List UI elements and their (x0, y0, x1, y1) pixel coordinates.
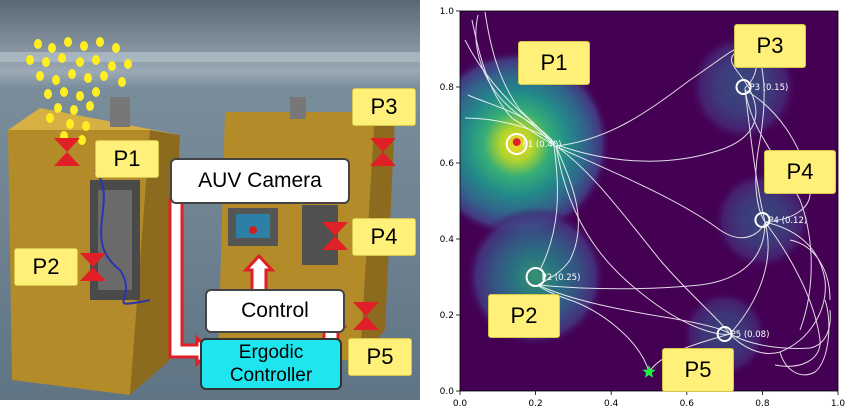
marker-bottom (54, 152, 80, 166)
poi-circle (716, 326, 733, 342)
particle (92, 87, 100, 97)
particle (118, 77, 126, 87)
y-tick-label: 1.0 (440, 7, 455, 17)
particle (76, 91, 84, 101)
marker-bottom (80, 267, 106, 281)
particle (96, 37, 104, 47)
marker-bottom (370, 152, 396, 166)
x-tick-label: 0.8 (755, 399, 770, 409)
axis-ticks: 0.0 0.2 0.4 0.6 0.8 1.0 0.0 0.2 0.4 0.6 0.8 1.0 (440, 7, 846, 409)
arrow-control-to-camera (242, 253, 276, 294)
plot-label-p3: P3 (734, 24, 806, 68)
x-tick-label: 0.6 (680, 399, 695, 409)
marker-top (322, 222, 348, 236)
water-surface (0, 52, 420, 62)
particle (52, 75, 60, 85)
particle (36, 71, 44, 81)
particle (60, 87, 68, 97)
particle (108, 61, 116, 71)
plot-label-p1: P1 (518, 41, 590, 85)
control-box: Control (205, 289, 345, 333)
plot-area: P1 (0.40) P2 (0.25) P3 (0.15) P4 (0.12) P5 (… (460, 11, 838, 391)
marker-bottom (322, 236, 348, 250)
poi-label: P1 (0.40) (523, 140, 562, 150)
particle (58, 53, 66, 63)
density-blob (713, 170, 812, 270)
particle (66, 119, 74, 129)
plot-label-p2: P2 (488, 294, 560, 338)
particle (78, 135, 86, 145)
y-tick-label: 0.4 (440, 235, 455, 245)
poi-circle (754, 212, 771, 228)
poi-circle (525, 267, 546, 287)
poi-label: P2 (0.25) (542, 273, 581, 283)
marker-bottom (353, 316, 379, 330)
particle (68, 69, 76, 79)
particle (34, 39, 42, 49)
y-tick-label: 0.2 (440, 311, 454, 321)
x-tick-label: 0.0 (453, 399, 468, 409)
marker-top (370, 138, 396, 152)
particle (70, 105, 78, 115)
x-tick-label: 1.0 (831, 399, 846, 409)
robot-marker (512, 138, 521, 147)
particle (86, 101, 94, 111)
particle (112, 43, 120, 53)
ergodic-controller-box: Ergodic Controller (200, 338, 342, 390)
poi-circle (505, 133, 528, 155)
particle (100, 71, 108, 81)
marker-top (353, 302, 379, 316)
x-tick-label: 0.4 (604, 399, 619, 409)
particle (124, 59, 132, 69)
poi-label: P5 (0.08) (731, 330, 770, 340)
plot-label-p5: P5 (662, 348, 734, 392)
points-of-interest: P1 (0.40) P2 (0.25) P3 (0.15) P4 (0.12) P5 (… (505, 79, 807, 378)
particle (44, 89, 52, 99)
label-p2: P2 (14, 248, 78, 286)
particle (84, 73, 92, 83)
particle (64, 37, 72, 47)
markers (54, 138, 396, 330)
auv-camera-box: AUV Camera (170, 158, 350, 204)
particle (82, 121, 90, 131)
controller-line-2: Controller (229, 365, 313, 386)
particle (46, 113, 54, 123)
y-tick-label: 0.8 (440, 83, 455, 93)
marker-top (80, 253, 106, 267)
particle (92, 55, 100, 65)
poi-label: P3 (0.15) (750, 83, 789, 93)
label-p1: P1 (95, 140, 159, 178)
plot-label-p4: P4 (764, 150, 836, 194)
y-tick-label: 0.0 (440, 387, 455, 397)
label-p4: P4 (352, 218, 416, 256)
particle (76, 57, 84, 67)
particle (26, 55, 34, 65)
controller-line-1: Ergodic (238, 342, 304, 363)
particle (54, 103, 62, 113)
y-tick-label: 0.6 (440, 159, 455, 169)
poi-circle (735, 79, 752, 95)
simulation-view: AUV Camera Control Ergodic Controller P1… (0, 0, 420, 400)
particle (42, 57, 50, 67)
label-p3: P3 (352, 88, 416, 126)
marker-top (54, 138, 80, 152)
particle (48, 43, 56, 53)
label-p5: P5 (348, 338, 412, 376)
particles (26, 37, 132, 145)
particle (80, 41, 88, 51)
poi-label: P4 (0.12) (768, 216, 807, 226)
start-marker (642, 365, 656, 378)
axes-frame (459, 10, 839, 392)
x-tick-label: 0.2 (528, 399, 542, 409)
